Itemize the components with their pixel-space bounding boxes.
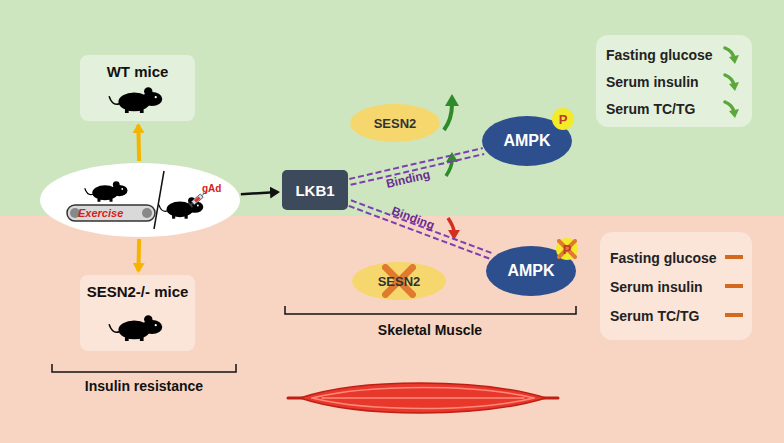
- outcome-box: Fasting glucoseSerum insulinSerum TC/TG: [596, 35, 752, 127]
- node-text: SESN2: [374, 116, 417, 131]
- protein-ellipse: AMPKP: [486, 246, 576, 296]
- mouse-icon: [108, 85, 168, 113]
- node-text: WT mice: [107, 63, 169, 80]
- downG-icon: [722, 72, 742, 92]
- node-text: Fasting glucose: [606, 47, 713, 63]
- bracket-label: Skeletal Muscle: [378, 322, 482, 338]
- mouse-icon: [108, 313, 168, 341]
- dashO-icon: [724, 283, 744, 289]
- node-text: LKB1: [295, 182, 334, 199]
- node-text: SESN2-/- mice: [87, 283, 189, 300]
- divider-slash: [40, 163, 240, 237]
- arrow-connector: [241, 192, 278, 194]
- outcome-box: Fasting glucoseSerum insulinSerum TC/TG: [600, 232, 752, 340]
- bracket-label: Insulin resistance: [85, 378, 203, 394]
- node-text: P: [563, 242, 572, 257]
- downG-icon: [722, 99, 742, 119]
- protein-ellipse: SESN2: [350, 104, 440, 142]
- phospho-circle: P: [552, 108, 574, 130]
- binding-connector: [349, 200, 493, 259]
- node-text: AMPK: [507, 262, 554, 280]
- kinase-box: LKB1: [282, 170, 348, 210]
- dashO-icon: [724, 254, 744, 260]
- dashO-icon: [724, 312, 744, 318]
- mice-box: SESN2-/- mice: [80, 275, 195, 351]
- protein-ellipse: SESN2: [352, 262, 446, 300]
- node-text: AMPK: [503, 132, 550, 150]
- node-text: gAd: [202, 183, 221, 194]
- node-text: Serum TC/TG: [610, 308, 699, 324]
- downG-icon: [722, 45, 742, 65]
- node-text: P: [559, 112, 568, 127]
- node-text: SESN2: [378, 274, 421, 289]
- node-text: Fasting glucose: [610, 250, 717, 266]
- protein-ellipse: AMPKP: [482, 116, 572, 166]
- mouse-icon: [84, 179, 132, 202]
- node-text: Serum TC/TG: [606, 101, 695, 117]
- arrow-connector: [138, 239, 140, 271]
- phospho-circle: P: [556, 238, 578, 260]
- node-text: Serum insulin: [606, 74, 699, 90]
- arrow-connector: [138, 125, 140, 161]
- intervention-ellipse: Exercise gAd: [40, 163, 240, 237]
- node-text: Serum insulin: [610, 279, 703, 295]
- mice-box: WT mice: [80, 55, 195, 121]
- node-text: Exercise: [78, 207, 123, 219]
